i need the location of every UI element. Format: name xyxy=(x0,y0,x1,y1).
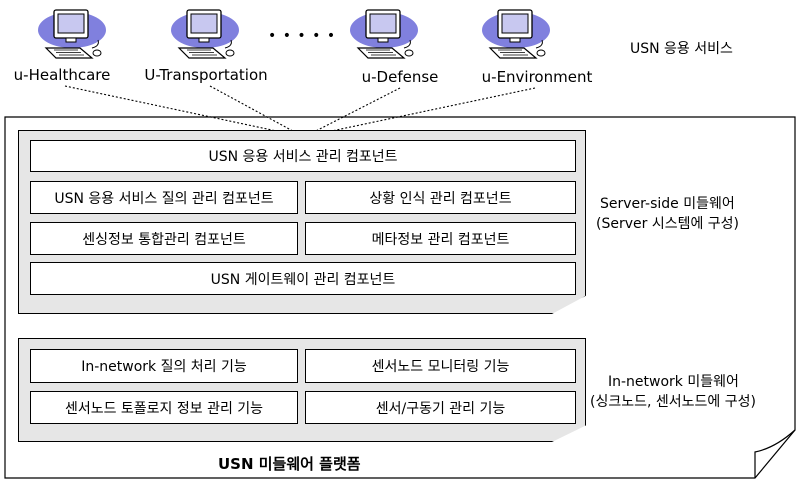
component-sensing-integration: 센싱정보 통합관리 컴포넌트 xyxy=(30,222,298,255)
component-node-monitoring: 센서노드 모니터링 기능 xyxy=(305,349,576,383)
service-label-transportation: U-Transportation xyxy=(144,66,268,84)
computer-icon xyxy=(482,9,550,59)
ellipsis: • • • • • xyxy=(268,28,337,44)
component-gateway: USN 게이트웨이 관리 컴포넌트 xyxy=(30,262,576,295)
platform-fold xyxy=(754,429,796,478)
component-metadata: 메타정보 관리 컴포넌트 xyxy=(305,222,576,255)
service-layer-title: USN 응용 서비스 xyxy=(630,41,733,57)
in-network-label-line2: (싱크노드, 센서노드에 구성) xyxy=(590,394,756,410)
service-arrows xyxy=(64,85,536,137)
computer-icon xyxy=(38,9,106,59)
component-topology: 센서노드 토폴로지 정보 관리 기능 xyxy=(30,391,298,424)
component-context-aware: 상황 인식 관리 컴포넌트 xyxy=(305,181,576,214)
in-network-label-line1: In-network 미들웨어 xyxy=(608,374,739,390)
server-side-label-line2: (Server 시스템에 구성) xyxy=(596,216,740,232)
service-label-healthcare: u-Healthcare xyxy=(13,66,111,84)
service-label-defense: u-Defense xyxy=(361,68,439,86)
computer-icon xyxy=(350,9,418,59)
component-service-query: USN 응용 서비스 질의 관리 컴포넌트 xyxy=(30,181,298,214)
component-query-processing: In-network 질의 처리 기능 xyxy=(30,349,298,383)
service-label-environment: u-Environment xyxy=(481,68,593,86)
platform-title: USN 미들웨어 플랫폼 xyxy=(218,455,361,473)
component-service-mgmt: USN 응용 서비스 관리 컴포넌트 xyxy=(30,140,576,172)
server-side-label-line1: Server-side 미들웨어 xyxy=(600,196,735,212)
component-actuator: 센서/구동기 관리 기능 xyxy=(305,391,576,424)
computer-icon xyxy=(171,9,239,59)
